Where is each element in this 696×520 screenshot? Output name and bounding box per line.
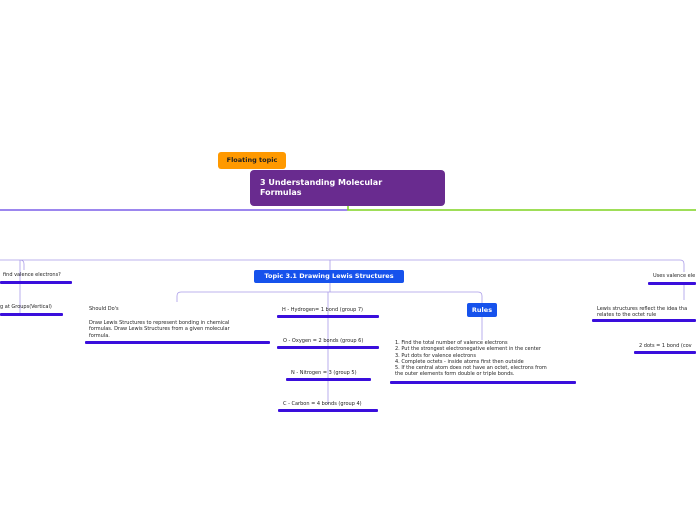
- right-leaf-uses-valence[interactable]: Uses valence ele: [653, 273, 696, 279]
- connector-right-main: [347, 206, 696, 211]
- rules-topic[interactable]: Rules: [467, 303, 497, 317]
- right-leaf-uses-valence-underline: [648, 282, 696, 285]
- bond-oxygen-underline: [277, 346, 379, 349]
- bond-hydrogen-underline: [277, 315, 379, 318]
- left-leaf-groups[interactable]: g at Groups(Vertical): [0, 304, 52, 310]
- central-topic[interactable]: 3 Understanding Molecular Formulas: [250, 170, 445, 206]
- bond-nitrogen[interactable]: N - Nitrogen = 3 (group 5): [291, 370, 357, 376]
- bond-hydrogen[interactable]: H - Hydrogen= 1 bond (group 7): [282, 307, 363, 313]
- should-do-title[interactable]: Should Do's: [89, 306, 119, 312]
- connector-left-main: [0, 206, 349, 211]
- floating-topic[interactable]: Floating topic: [218, 152, 286, 169]
- left-leaf-groups-underline: [0, 313, 63, 316]
- right-leaf-dots-bond-underline: [634, 351, 696, 354]
- right-leaf-octet-rule-underline: [592, 319, 696, 322]
- left-leaf-find-valence[interactable]: find valence electrons?: [3, 272, 61, 278]
- bond-nitrogen-underline: [286, 378, 371, 381]
- rules-text[interactable]: 1. Find the total number of valence elec…: [395, 340, 547, 378]
- bond-carbon-underline: [278, 409, 378, 412]
- right-leaf-octet-rule[interactable]: Lewis structures reflect the idea tha re…: [597, 306, 688, 319]
- rules-underline: [390, 381, 576, 384]
- main-topic-drawing-lewis[interactable]: Topic 3.1 Drawing Lewis Structures: [254, 270, 404, 283]
- bond-oxygen[interactable]: O - Oxygen = 2 bonds (group 6): [283, 338, 364, 344]
- right-leaf-dots-bond[interactable]: 2 dots = 1 bond (cov: [639, 343, 692, 349]
- should-do-body[interactable]: Draw Lewis Structures to represent bondi…: [89, 320, 230, 339]
- should-do-underline: [85, 341, 270, 344]
- left-leaf-find-valence-underline: [0, 281, 72, 284]
- bond-carbon[interactable]: C - Carbon = 4 bonds (group 4): [283, 401, 362, 407]
